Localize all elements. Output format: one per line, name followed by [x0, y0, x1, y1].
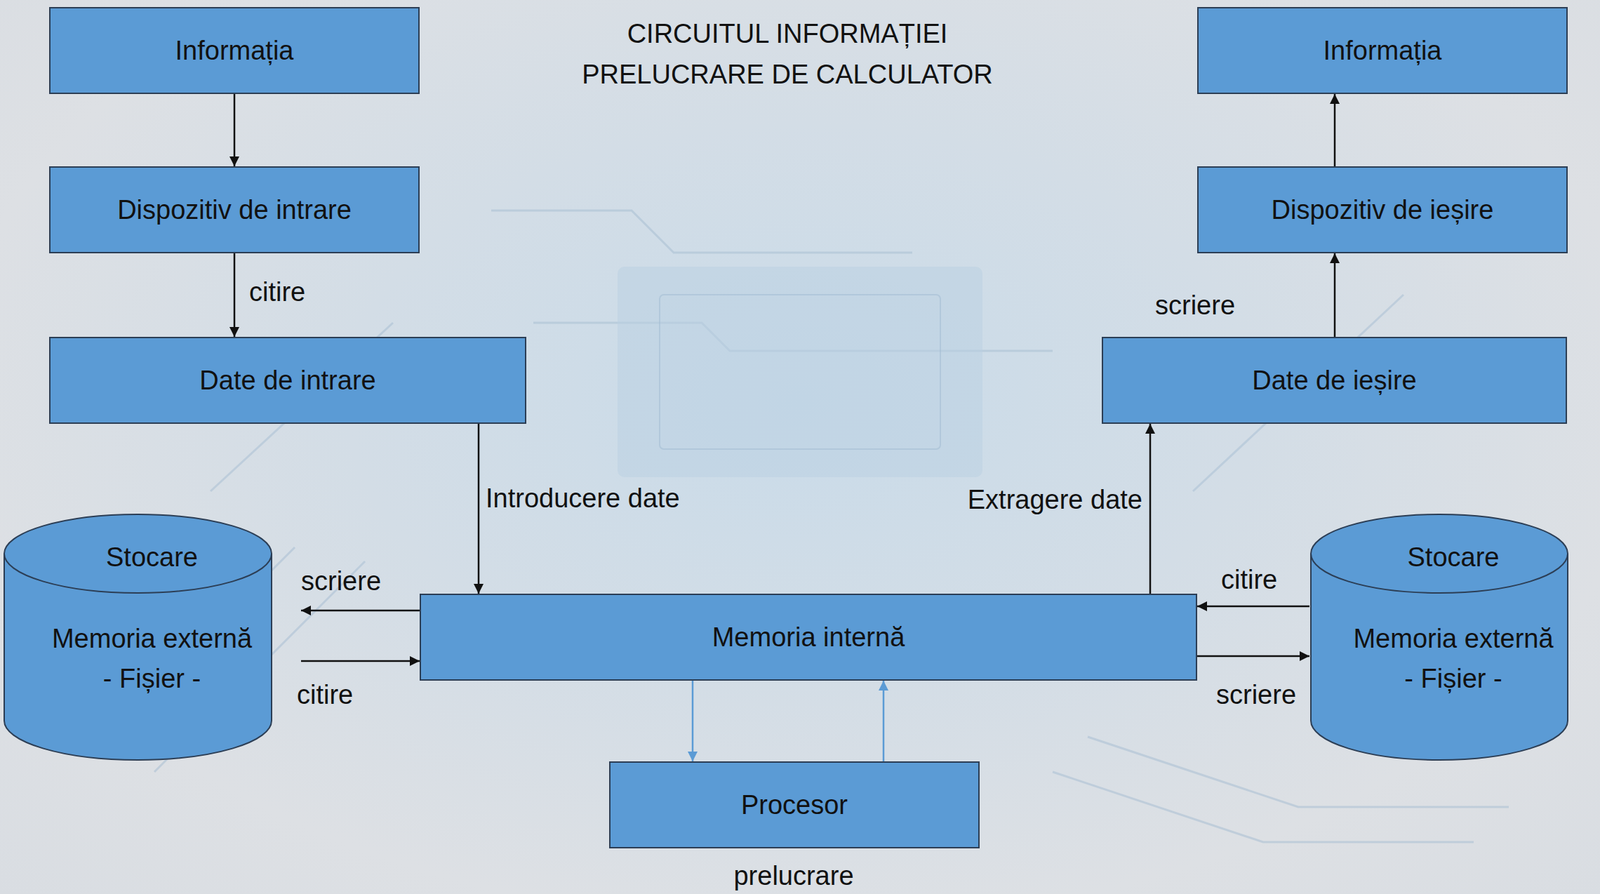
flow-arrow: [691, 680, 695, 762]
flow-arrow: [233, 253, 236, 337]
box-text: Procesor: [741, 788, 848, 822]
process-box: Procesor: [609, 761, 980, 849]
box-text: Date de intrare: [199, 363, 376, 398]
storage-cylinder: StocareMemoria externă - Fișier -: [1309, 512, 1598, 762]
edge-label: citire: [1221, 562, 1278, 597]
process-box: Informația: [49, 7, 420, 95]
edge-label: scriere: [1155, 288, 1236, 323]
storage-heading: Stocare: [1309, 540, 1598, 575]
flow-arrow: [882, 680, 885, 762]
process-box: Dispozitiv de intrare: [49, 166, 420, 254]
box-text: Dispozitiv de ieșire: [1271, 192, 1495, 227]
storage-heading: Stocare: [2, 540, 302, 575]
storage-cylinder: StocareMemoria externă - Fișier -: [2, 512, 302, 762]
edge-label: citire: [296, 677, 353, 712]
flow-arrow: [1334, 253, 1337, 337]
flow-arrow: [477, 423, 480, 594]
flow-arrow: [301, 660, 420, 663]
box-text: Date de ieșire: [1251, 363, 1417, 398]
storage-text: - Fișier -: [1309, 661, 1598, 696]
box-text: Informația: [1323, 33, 1443, 68]
box-text: Memoria internă: [712, 620, 906, 655]
flow-arrow: [1149, 423, 1152, 594]
process-box: Memoria internă: [419, 593, 1198, 681]
flow-arrow: [1197, 605, 1310, 608]
flow-arrow: [233, 94, 236, 167]
storage-text: - Fișier -: [2, 661, 302, 696]
storage-text: Memoria externă: [2, 621, 302, 656]
edge-label: Introducere date: [485, 481, 680, 516]
edge-label: scriere: [1216, 677, 1297, 712]
edge-label: citire: [249, 275, 306, 309]
flow-arrow: [1197, 655, 1310, 658]
diagram-title: CIRCUITUL INFORMAȚIEI PRELUCRARE DE CALC…: [534, 13, 1040, 95]
process-box: Informația: [1197, 7, 1568, 95]
box-text: Dispozitiv de intrare: [117, 192, 352, 227]
edge-label: Extragere date: [967, 482, 1143, 517]
process-box: Date de intrare: [49, 336, 527, 424]
edge-label: scriere: [301, 564, 382, 598]
box-text: Informația: [175, 33, 295, 68]
storage-text: Memoria externă: [1309, 621, 1598, 656]
flow-arrow: [301, 609, 420, 612]
caption-label: prelucrare: [733, 858, 854, 893]
flow-arrow: [1334, 94, 1337, 167]
process-box: Date de ieșire: [1101, 336, 1568, 424]
process-box: Dispozitiv de ieșire: [1197, 166, 1568, 254]
